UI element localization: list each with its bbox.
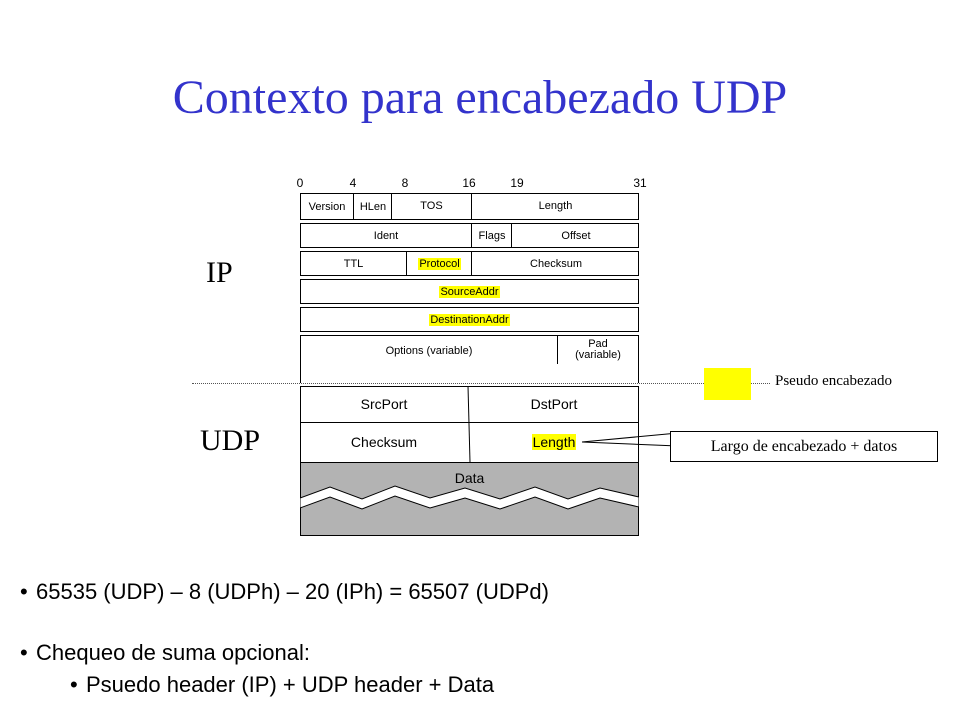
- bit-number-31: 31: [633, 176, 647, 190]
- ip-offset-text: Offset: [561, 229, 591, 242]
- ip-field-offset: Offset: [511, 224, 640, 247]
- ip-row-2: Ident Flags Offset: [300, 223, 639, 248]
- length-callout-box: Largo de encabezado + datos: [670, 431, 938, 462]
- ip-tos-text: TOS: [420, 200, 443, 212]
- bit-number-0: 0: [296, 176, 304, 190]
- ip-field-length: Length: [471, 194, 639, 219]
- ip-field-ttl: TTL: [301, 252, 406, 275]
- ip-ttl-text: TTL: [343, 257, 364, 270]
- ip-field-tos: TOS: [391, 194, 471, 219]
- ip-ident-text: Ident: [373, 229, 399, 242]
- bullet-dot-icon: •: [20, 640, 28, 665]
- slide-title: Contexto para encabezado UDP: [172, 71, 788, 124]
- ip-row-4: SourceAddr: [300, 279, 639, 304]
- ip-field-flags: Flags: [471, 224, 512, 247]
- ip-options-text: Options (variable): [385, 345, 473, 357]
- ip-hlen-text: HLen: [359, 200, 387, 213]
- udp-dst-port-text: DstPort: [530, 396, 578, 412]
- bullet-pseudo-header-text: Psuedo header (IP) + UDP header + Data: [86, 672, 495, 697]
- udp-header-diagram: SrcPort DstPort Checksum Length Data: [300, 386, 639, 536]
- udp-field-separator: [467, 386, 471, 463]
- udp-field-checksum: Checksum: [300, 422, 468, 462]
- ip-options-pad-divider: [557, 336, 558, 364]
- bit-number-16: 16: [462, 176, 476, 190]
- ip-field-ident: Ident: [301, 224, 471, 247]
- ip-field-protocol: Protocol: [406, 252, 472, 275]
- bit-number-19: 19: [510, 176, 524, 190]
- udp-label: UDP: [200, 424, 261, 457]
- bullet-optional-checksum-text: Chequeo de suma opcional:: [36, 640, 310, 665]
- ip-field-source-addr: SourceAddr: [301, 280, 638, 303]
- ip-row-1: Version HLen TOS Length: [300, 193, 639, 220]
- ip-row-5: DestinationAddr: [300, 307, 639, 332]
- bullet-dot-icon: •: [70, 672, 78, 697]
- ip-row-6: Options (variable) Pad (variable): [300, 335, 639, 383]
- bullet-pseudo-header: • Psuedo header (IP) + UDP header + Data: [70, 672, 494, 698]
- ip-field-checksum: Checksum: [471, 252, 640, 275]
- callout-leader-line: [581, 432, 679, 447]
- ip-destination-addr-text: DestinationAddr: [429, 313, 510, 326]
- bullet-udp-max-size: • 65535 (UDP) – 8 (UDPh) – 20 (IPh) = 655…: [20, 579, 549, 605]
- udp-checksum-text: Checksum: [350, 434, 418, 450]
- bit-number-4: 4: [349, 176, 357, 190]
- ip-row-3: TTL Protocol Checksum: [300, 251, 639, 276]
- udp-src-port-text: SrcPort: [360, 396, 408, 412]
- ip-field-version: Version: [301, 194, 353, 219]
- ip-header-diagram: Version HLen TOS Length Ident Flags Offs…: [300, 193, 639, 383]
- ip-version-text: Version: [308, 200, 346, 213]
- length-callout-text: Largo de encabezado + datos: [710, 437, 898, 455]
- ip-field-hlen: HLen: [353, 194, 392, 219]
- ip-source-addr-text: SourceAddr: [439, 285, 500, 298]
- bullet-udp-max-size-text: 65535 (UDP) – 8 (UDPh) – 20 (IPh) = 6550…: [36, 579, 549, 604]
- udp-data-break: [300, 485, 639, 510]
- bullet-dot-icon: •: [20, 579, 28, 604]
- ip-protocol-text: Protocol: [418, 257, 461, 270]
- udp-row-1-outline: [300, 386, 639, 423]
- udp-field-src-port: SrcPort: [300, 386, 468, 422]
- bit-number-8: 8: [401, 176, 409, 190]
- ip-checksum-text: Checksum: [530, 257, 582, 270]
- udp-data-text: Data: [454, 470, 485, 486]
- ip-udp-separator-line: [192, 383, 770, 384]
- pseudo-header-swatch: [704, 368, 751, 400]
- ip-label: IP: [206, 256, 233, 289]
- ip-flags-text: Flags: [478, 229, 506, 242]
- udp-field-dst-port: DstPort: [470, 386, 638, 422]
- udp-header-outline: [300, 386, 639, 536]
- ip-field-destination-addr: DestinationAddr: [301, 308, 638, 331]
- bullet-optional-checksum: • Chequeo de suma opcional:: [20, 640, 310, 666]
- udp-length-text: Length: [531, 434, 577, 450]
- udp-field-data: Data: [300, 462, 639, 494]
- ip-field-options: Options (variable): [301, 336, 557, 366]
- ip-pad-text: Pad: [588, 338, 608, 350]
- ip-field-pad: Pad (variable): [558, 336, 638, 364]
- ip-length-text: Length: [538, 200, 573, 212]
- ip-pad-sub-text: (variable): [575, 349, 621, 361]
- pseudo-header-label: Pseudo encabezado: [775, 373, 893, 389]
- udp-field-length: Length: [470, 422, 638, 462]
